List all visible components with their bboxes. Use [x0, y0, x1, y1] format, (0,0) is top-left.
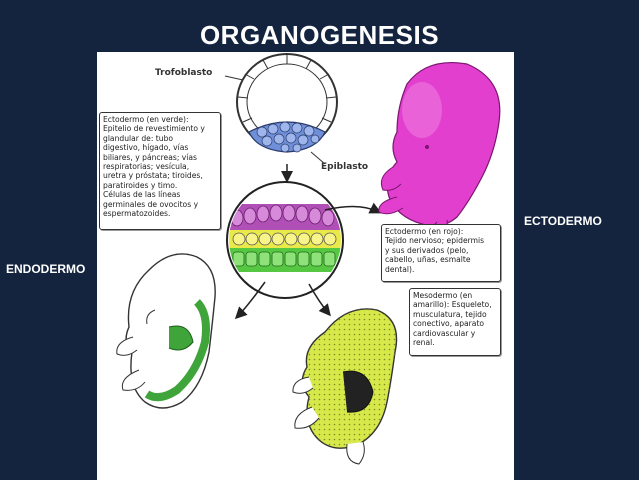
germ-layers-circle [226, 181, 344, 299]
page-title: ORGANOGENESIS [199, 20, 440, 50]
mesoderm-embryo [292, 308, 398, 465]
ectoderm-embryo [378, 61, 501, 235]
blastocyst-diagram [224, 53, 338, 165]
epiblasto-label: Epiblasto [321, 162, 369, 172]
ectodermo-label: ECTODERMO [524, 214, 602, 228]
endodermo-label: ENDODERMO [6, 262, 86, 276]
diagram-illustration [116, 53, 501, 465]
mesoderm-description-box: Mesodermo (en amarillo): Esqueleto, musc… [409, 288, 501, 356]
ectoderm-description-box: Ectodermo (en rojo): Tejido nervioso; ep… [381, 224, 501, 282]
trofoblasto-label: Trofoblasto [155, 68, 213, 78]
endoderm-description-box: Ectodermo (en verde): Epitelio de revest… [99, 112, 221, 230]
endoderm-embryo [116, 253, 216, 409]
diagram-panel: Trofoblasto Epiblasto Ectodermo (en verd… [97, 52, 514, 480]
